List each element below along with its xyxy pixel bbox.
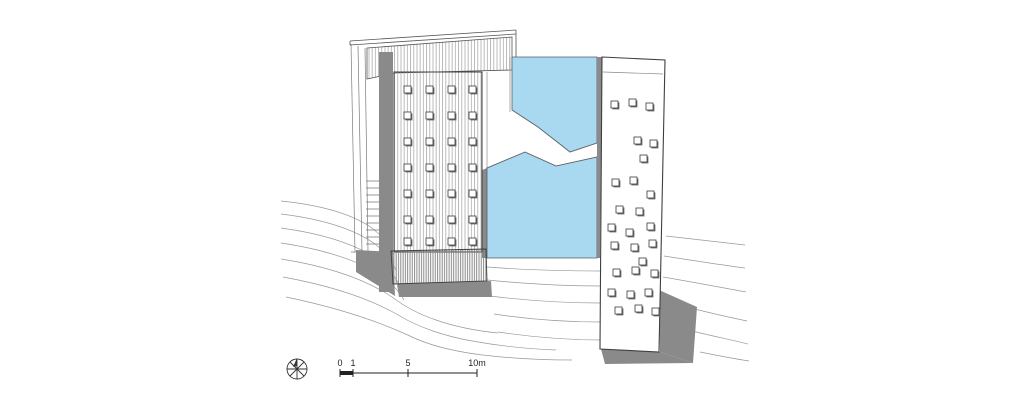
skylight [648,239,658,249]
skylight [639,154,649,164]
skylight [611,178,621,188]
scale-label-5: 5 [405,358,410,368]
skylight [638,257,648,267]
skylight [425,137,435,147]
scale-bar: 0 1 5 10m [337,358,486,377]
skylight [425,237,435,247]
skylight [612,268,622,278]
skylight [634,304,644,314]
skylight [635,207,645,217]
skylight [630,243,640,253]
right-building-parapet-line [602,71,664,75]
pool-lower [486,151,598,259]
left-building-shadow-southwest [356,250,395,296]
skylight [447,137,457,147]
skylight [403,189,413,199]
skylight [646,190,656,200]
skylight [403,111,413,121]
skylight [447,85,457,95]
right-building-roof [599,56,666,353]
skylight [645,102,655,112]
contour-lines-center [486,266,603,341]
skylight [403,237,413,247]
skylight [614,306,624,316]
skylight [425,215,435,225]
pool-east-shadow [597,57,602,258]
skylight [633,136,643,146]
skylight [615,205,625,215]
canopy-edge [349,29,517,57]
skylight [610,100,620,110]
skylight [607,288,617,298]
skylight [626,290,636,300]
skylight [403,137,413,147]
skylight [651,307,661,317]
right-building-shadow-southeast [659,290,697,363]
skylight [631,266,641,276]
skylight [468,163,478,173]
skylight [468,137,478,147]
skylight [628,98,638,108]
skylight [468,85,478,95]
skylight [447,189,457,199]
left-building-south-band [390,248,488,285]
left-building-shadow-west [379,52,393,292]
left-building-shadow-south [397,281,492,297]
skylight [644,288,654,298]
skylight [610,241,620,251]
skylight [650,269,660,279]
skylight [468,215,478,225]
ramp-edge-lines [486,57,511,168]
pool-upper [511,56,598,153]
left-building-roof [393,71,483,253]
skylight [447,237,457,247]
skylight [425,85,435,95]
skylight [425,111,435,121]
skylight [403,215,413,225]
skylight [646,222,656,232]
skylight [625,228,635,238]
left-building-shadow-east [482,168,487,258]
skylight [468,237,478,247]
right-building-shadow-south [601,349,693,364]
scale-label-0: 0 [337,358,342,368]
pool-walkway-edges [486,109,598,169]
skylight [468,111,478,121]
skylight [403,85,413,95]
skylight [468,189,478,199]
scale-label-1: 1 [350,358,355,368]
skylight [425,163,435,173]
contour-lines-left [280,200,573,361]
skylight [447,111,457,121]
skylight [607,223,617,233]
skylight [425,189,435,199]
scale-label-10m: 10m [468,358,486,368]
skylight [447,163,457,173]
skylight [649,139,659,149]
skylight [629,176,639,186]
north-arrow-icon [286,358,308,380]
skylight [447,215,457,225]
skylight [403,163,413,173]
